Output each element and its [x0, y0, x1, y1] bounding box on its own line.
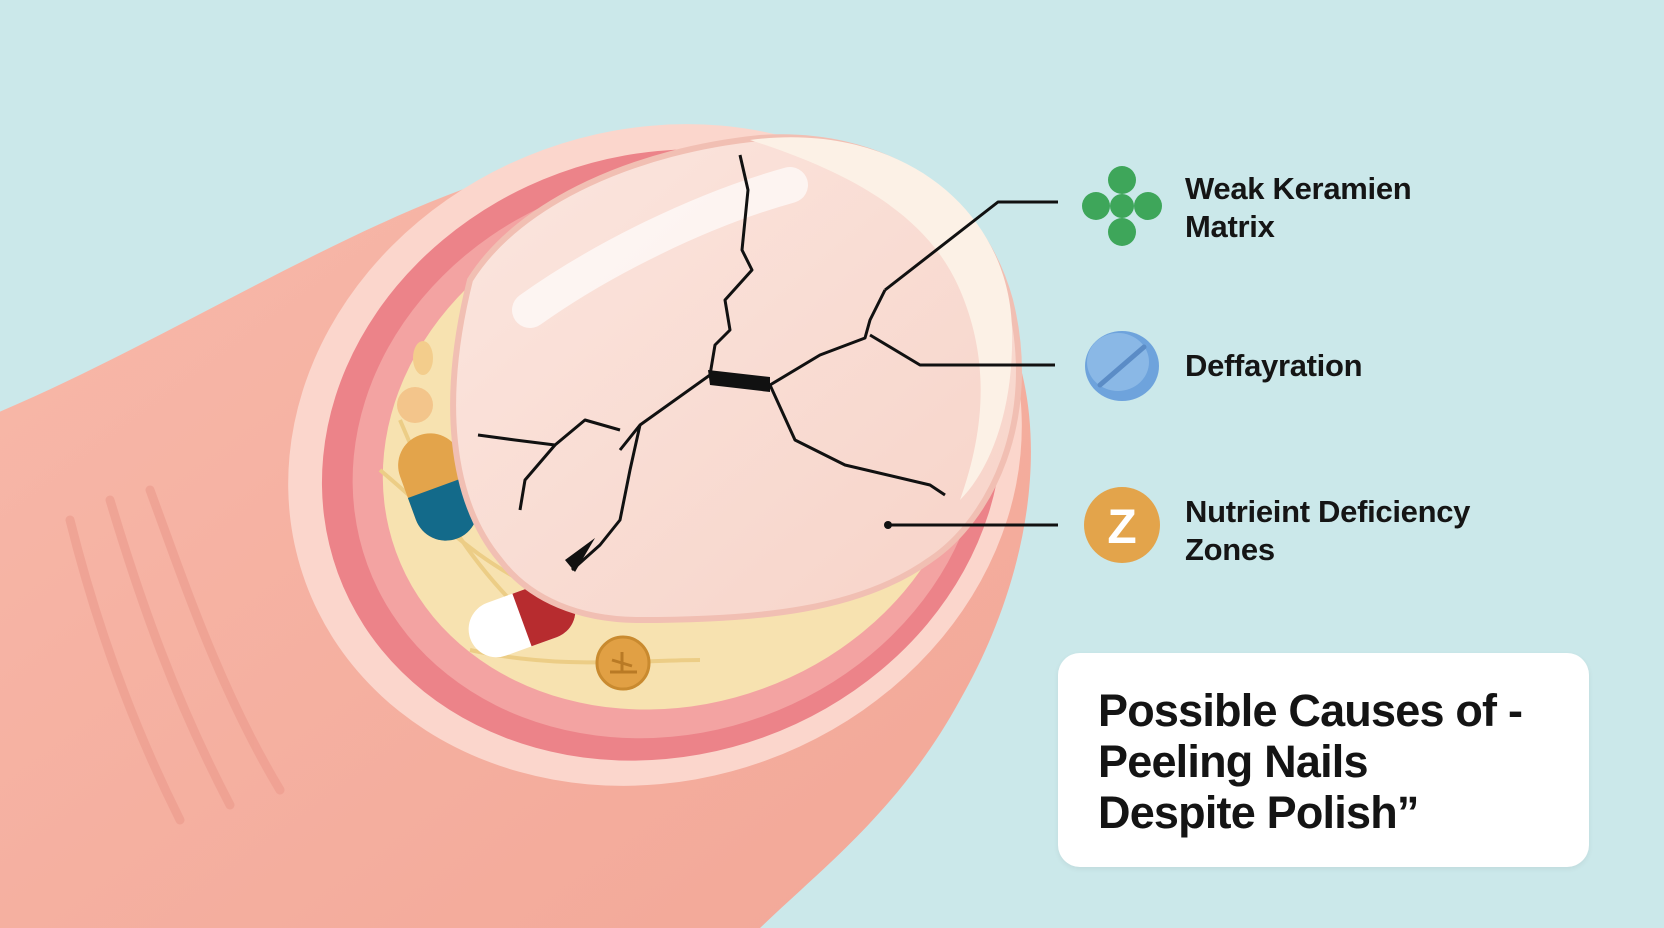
crack-wedge-2 [565, 538, 595, 572]
fat-cell [397, 387, 433, 423]
callout-3-line-1: Nutrieint Deficiency [1185, 494, 1471, 529]
nail-highlight [512, 167, 808, 328]
coin-icon [595, 635, 651, 691]
callout-2-line-1: Deffayration [1185, 348, 1363, 383]
zinc-z-letter: Z [1107, 501, 1136, 554]
callout-1-line-2: Matrix [1185, 209, 1275, 244]
callout-1-line-1: Weak Keramien [1185, 171, 1412, 206]
knuckle-creases [65, 485, 285, 825]
tablet-pill-icon [1085, 331, 1159, 401]
page-title: Possible Causes of - Peeling Nails Despi… [1098, 685, 1523, 838]
callout-3-line-2: Zones [1185, 532, 1275, 567]
title-line-2: Peeling Nails [1098, 736, 1369, 787]
callout-label-nutrient-deficiency: Nutrieint Deficiency Zones [1185, 493, 1470, 569]
leader-dot [884, 521, 892, 529]
fat-cell [413, 341, 433, 375]
title-line-1: Possible Causes of - [1098, 685, 1523, 736]
callout-label-weak-keratin: Weak Keramien Matrix [1185, 170, 1412, 246]
clover-icon [1082, 166, 1162, 246]
nail-free-edge [750, 137, 1013, 501]
title-line-3: Despite Polish” [1098, 787, 1419, 838]
crack-wedge-1 [708, 370, 770, 392]
callout-label-dehydration: Deffayration [1185, 347, 1363, 385]
title-card: Possible Causes of - Peeling Nails Despi… [1058, 653, 1589, 867]
zinc-z-icon: Z [1084, 487, 1160, 563]
